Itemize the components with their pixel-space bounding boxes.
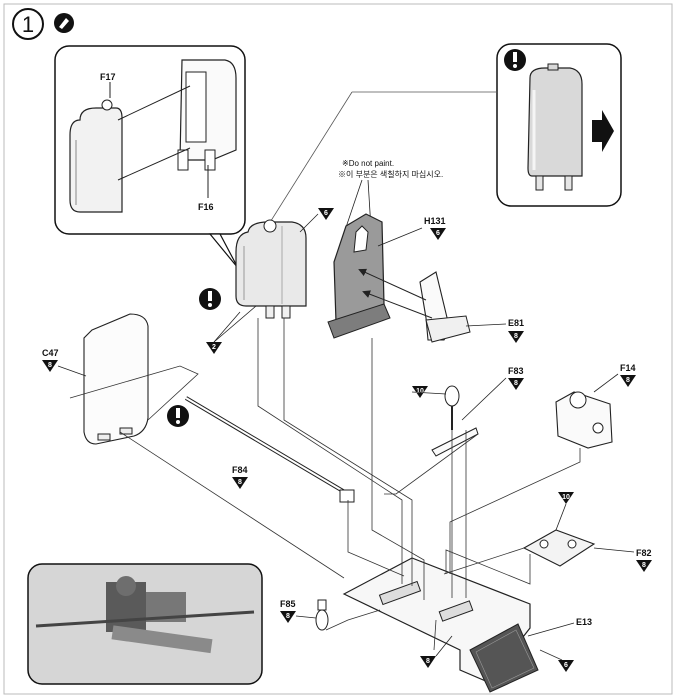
label-E13: E13 bbox=[576, 617, 592, 627]
svg-text:6: 6 bbox=[564, 662, 568, 669]
svg-text:8: 8 bbox=[642, 562, 646, 569]
svg-text:8: 8 bbox=[514, 333, 518, 340]
inset-tank-assembly: F17 F16 bbox=[54, 45, 246, 269]
step-number: 1 bbox=[22, 12, 34, 37]
label-C47: C47 bbox=[42, 348, 59, 358]
svg-text:8: 8 bbox=[48, 362, 52, 369]
glue-icon bbox=[54, 13, 74, 33]
part-C47: C47 bbox=[42, 313, 149, 445]
part-F84: F84 bbox=[184, 396, 355, 503]
step-number-circle: 1 bbox=[12, 8, 44, 40]
svg-text:10: 10 bbox=[562, 494, 570, 501]
part-E13: E13 bbox=[342, 557, 592, 693]
svg-text:6: 6 bbox=[436, 230, 440, 237]
paint-color-marker: 6 bbox=[430, 228, 446, 240]
paint-color-marker: 8 bbox=[280, 611, 296, 623]
arrow-right-icon bbox=[592, 110, 614, 152]
svg-text:8: 8 bbox=[426, 658, 430, 665]
label-F84: F84 bbox=[232, 465, 248, 475]
svg-text:8: 8 bbox=[626, 377, 630, 384]
part-E81: E81 bbox=[358, 268, 524, 343]
caution-icon bbox=[199, 288, 221, 310]
paint-color-marker: 8 bbox=[508, 378, 524, 390]
svg-text:6: 6 bbox=[324, 210, 328, 217]
inset-caution-tank bbox=[496, 43, 622, 207]
label-F14: F14 bbox=[620, 363, 636, 373]
note-do-not-paint: ※Do not paint. bbox=[342, 159, 394, 168]
paint-color-marker: 8 bbox=[42, 360, 58, 372]
label-F82: F82 bbox=[636, 548, 652, 558]
label-E81: E81 bbox=[508, 318, 524, 328]
page-border bbox=[3, 3, 673, 695]
paint-color-marker: 2 bbox=[206, 342, 222, 354]
part-F83: F83 bbox=[431, 366, 524, 457]
note-do-not-paint-korean: ※이 부분은 색칠하지 마십시오. bbox=[338, 169, 443, 179]
paint-color-marker: 10 bbox=[412, 386, 428, 398]
svg-text:2: 2 bbox=[212, 344, 216, 351]
svg-text:8: 8 bbox=[238, 479, 242, 486]
svg-text:8: 8 bbox=[286, 613, 290, 620]
svg-text:10: 10 bbox=[416, 388, 424, 395]
paint-color-marker: 8 bbox=[420, 656, 436, 668]
marker-leaders bbox=[57, 213, 567, 657]
label-H131: H131 bbox=[424, 216, 446, 226]
paint-color-marker: 8 bbox=[636, 560, 652, 572]
label-F16: F16 bbox=[198, 202, 214, 212]
svg-text:8: 8 bbox=[514, 380, 518, 387]
part-fuel-tank bbox=[235, 219, 307, 319]
part-F85: F85 bbox=[280, 599, 329, 631]
label-F85: F85 bbox=[280, 599, 296, 609]
part-F82: F82 bbox=[522, 529, 652, 567]
assembly-guide-lines bbox=[69, 318, 581, 661]
label-F17: F17 bbox=[100, 72, 116, 82]
label-F83: F83 bbox=[508, 366, 524, 376]
caution-icon bbox=[504, 49, 526, 71]
paint-color-marker: 6 bbox=[558, 660, 574, 672]
paint-color-marker: 10 bbox=[558, 492, 574, 504]
part-F14: F14 bbox=[555, 363, 636, 449]
caution-icon bbox=[167, 405, 189, 427]
paint-color-marker: 8 bbox=[232, 477, 248, 489]
photo-inset bbox=[27, 563, 263, 685]
paint-color-marker: 8 bbox=[620, 375, 636, 387]
paint-color-marker: 6 bbox=[318, 208, 334, 220]
paint-color-marker: 8 bbox=[508, 331, 524, 343]
